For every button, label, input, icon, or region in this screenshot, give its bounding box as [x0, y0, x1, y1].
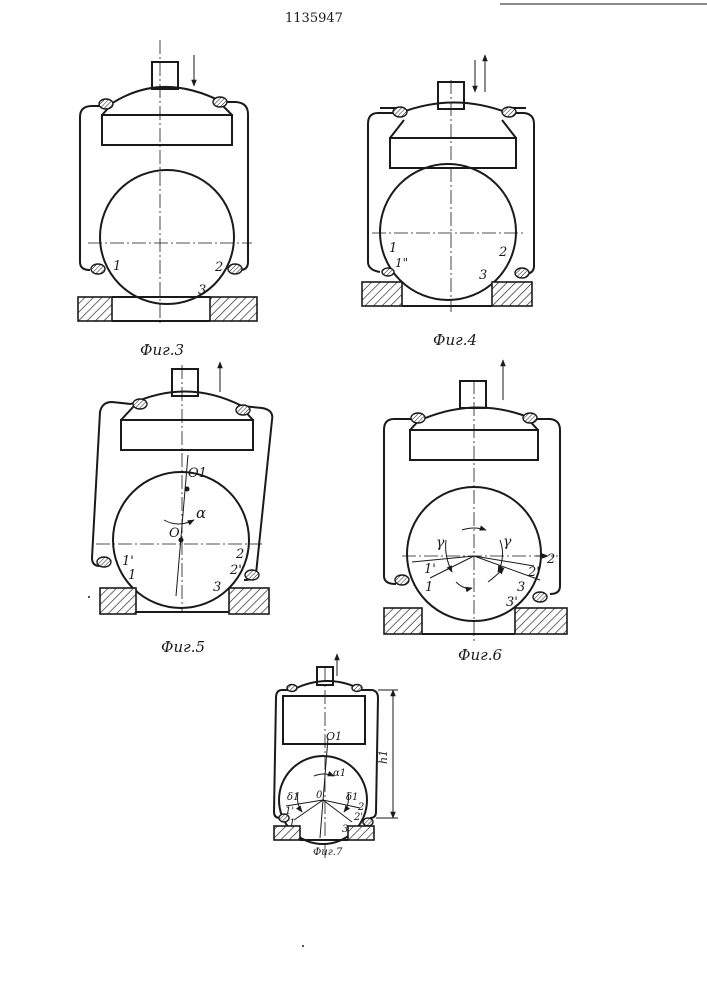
label-fig6-point-2: 2	[546, 552, 555, 567]
label-fig7-o: 0	[316, 790, 323, 801]
label-fig3-point-2: 2	[214, 260, 223, 275]
label-fig7-delta1-left: δ1	[287, 792, 299, 803]
figure-3: 1 2 3 Фиг.3	[78, 40, 257, 359]
label-fig4-point-1-double-prime: 1"	[395, 256, 408, 270]
label-fig7-point-3: 3	[342, 824, 348, 835]
label-fig6-point-1-prime: 1'	[424, 562, 436, 577]
label-fig7-point-1: 1	[289, 818, 295, 829]
patent-number: 1135947	[285, 11, 343, 26]
label-fig3-point-1: 1	[113, 259, 121, 274]
label-fig6-gamma-left: γ	[436, 535, 445, 551]
caption-fig7: Фиг.7	[313, 847, 343, 858]
caption-fig6: Фиг.6	[458, 646, 502, 664]
label-fig5-o1: O1	[188, 466, 207, 481]
label-fig7-delta1-right: δ1	[346, 792, 358, 803]
label-fig6-point-3-prime: 3'	[506, 595, 518, 610]
label-fig4-point-3: 3	[479, 268, 487, 283]
label-fig5-point-2-prime: 2'	[229, 563, 242, 578]
label-fig5-point-1: 1	[128, 568, 136, 583]
label-fig7-point-2-prime: 2'	[353, 812, 363, 823]
label-fig6-point-2-prime: 2'	[527, 565, 540, 580]
label-fig3-point-3: 3	[198, 283, 206, 298]
label-fig7-h1: h1	[377, 750, 390, 764]
label-fig4-point-2: 2	[498, 245, 507, 260]
caption-fig5: Фиг.5	[161, 638, 205, 656]
label-fig7-o1: O1	[326, 730, 342, 743]
label-fig5-alpha: α	[196, 504, 206, 522]
figure-6: γ γ 1' 1 2 2' 3 3' Фиг.6	[384, 360, 567, 664]
label-fig5-o: O	[169, 526, 180, 541]
label-fig4-point-1: 1	[389, 241, 397, 256]
label-fig5-point-2: 2	[235, 547, 244, 562]
figure-7: O1 0 α1 h1 δ1 δ1 1' 1 2 2' 3 Фиг.7	[274, 654, 398, 858]
label-fig6-point-3: 3	[517, 580, 525, 595]
caption-fig3: Фиг.3	[140, 341, 184, 359]
label-fig6-point-1: 1	[425, 580, 433, 595]
figure-4: 1 1" 2 3 Фиг.4	[362, 55, 534, 349]
label-fig5-point-1-prime: 1'	[122, 554, 134, 569]
caption-fig4: Фиг.4	[433, 331, 477, 349]
label-fig5-point-3: 3	[213, 580, 221, 595]
label-fig6-gamma-right: γ	[503, 534, 512, 550]
label-fig7-point-1-prime: 1'	[285, 806, 294, 817]
figure-5: O1 O α 1' 1 2 2' 3 Фиг.5	[88, 362, 272, 656]
label-fig7-alpha1: α1	[333, 768, 346, 779]
